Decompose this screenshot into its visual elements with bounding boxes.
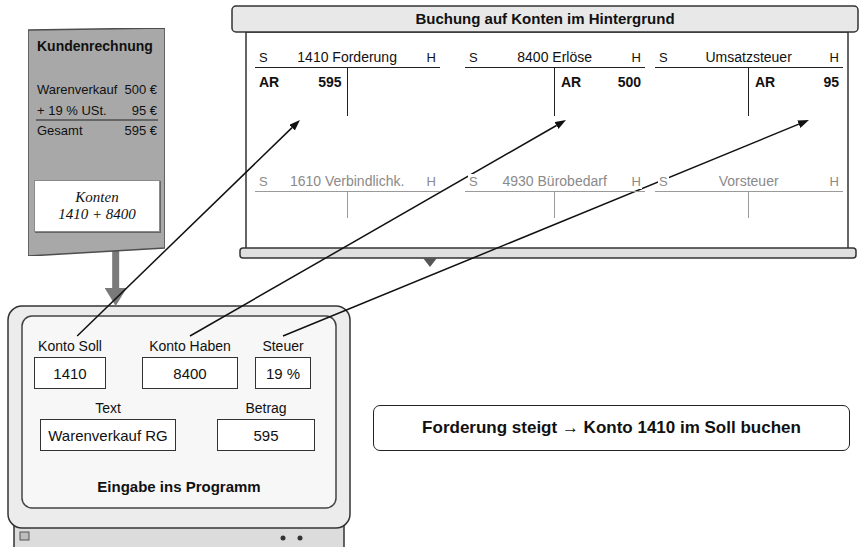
- account-header: S Umsatzsteuer H: [655, 48, 843, 68]
- entry-reference: AR: [259, 74, 279, 90]
- posting-arrow: [190, 125, 556, 336]
- account-divider: [748, 192, 749, 218]
- credit-side-marker: H: [426, 174, 437, 189]
- t-account: S 8400 Erlöse H AR 500: [465, 48, 645, 120]
- input-group: Konto Soll 1410: [34, 338, 106, 389]
- debit-side-marker: S: [468, 174, 479, 189]
- input-group: Betrag 595: [217, 400, 315, 451]
- debit-side-marker: S: [468, 50, 479, 65]
- document-title: Kundenrechnung: [37, 38, 153, 54]
- field-value: 8400: [173, 365, 206, 382]
- account-name: 8400 Erlöse: [516, 49, 593, 65]
- account-name: 1610 Verbindlichk.: [289, 173, 405, 189]
- field-value: 1410: [53, 365, 86, 382]
- line-amount: 500 €: [124, 82, 157, 97]
- input-field: 19 %: [255, 357, 311, 389]
- line-item: Warenverkauf: [37, 82, 117, 97]
- entry-amount: 595: [318, 74, 341, 90]
- field-value: 19 %: [266, 365, 300, 382]
- field-label: Konto Haben: [149, 338, 231, 355]
- entry-amount: 500: [618, 74, 641, 90]
- input-field: 595: [217, 419, 315, 451]
- field-value: Warenverkauf RG: [48, 427, 167, 444]
- account-divider: [347, 68, 348, 116]
- input-field: 8400: [142, 357, 238, 389]
- field-value: 595: [253, 427, 278, 444]
- account-entry: AR 500: [561, 74, 641, 90]
- field-label: Betrag: [245, 400, 286, 417]
- t-account: S 1410 Forderung H AR 595: [255, 48, 440, 120]
- account-divider: [748, 68, 749, 116]
- debit-side-marker: S: [658, 174, 669, 189]
- account-name: Vorsteuer: [718, 173, 780, 189]
- debit-side-marker: S: [258, 174, 269, 189]
- posting-arrow: [283, 124, 799, 336]
- account-header: S 1410 Forderung H: [255, 48, 440, 68]
- entry-reference: AR: [561, 74, 581, 90]
- field-label: Konto Soll: [38, 338, 102, 355]
- monitor-led: [281, 536, 286, 541]
- line-item: + 19 % USt.: [37, 103, 107, 118]
- t-account: S 1610 Verbindlichk. H: [255, 172, 440, 222]
- handwritten-note: Konten: [75, 189, 118, 206]
- monitor-frame: [8, 306, 350, 528]
- account-divider: [347, 192, 348, 218]
- account-entry: AR 595: [259, 74, 342, 90]
- flow-arrow: [112, 251, 119, 288]
- line-amount: 595 €: [124, 123, 157, 138]
- input-group: Steuer 19 %: [255, 338, 311, 389]
- callout-box: Forderung steigt → Konto 1410 im Soll bu…: [373, 405, 850, 451]
- account-name: Umsatzsteuer: [704, 49, 792, 65]
- credit-side-marker: H: [631, 50, 642, 65]
- monitor-badge: [20, 532, 29, 540]
- screen-title: Buchung auf Konten im Hintergrund: [232, 6, 858, 32]
- invoice-document: KundenrechnungWarenverkauf 500 € + 19 % US…: [28, 28, 165, 256]
- screen-top-bar: [232, 6, 858, 32]
- input-field: Warenverkauf RG: [40, 419, 176, 451]
- account-name: 1410 Forderung: [296, 49, 398, 65]
- credit-side-marker: H: [631, 174, 642, 189]
- account-entry: AR 95: [755, 74, 839, 90]
- input-group: Konto Haben 8400: [142, 338, 238, 389]
- screen-bottom-bar: [240, 248, 856, 258]
- field-label: Steuer: [262, 338, 303, 355]
- debit-side-marker: S: [258, 50, 269, 65]
- credit-side-marker: H: [426, 50, 437, 65]
- account-divider: [554, 68, 555, 116]
- field-label: Text: [95, 400, 121, 417]
- t-account: S Umsatzsteuer H AR 95: [655, 48, 843, 120]
- sum-underline: [36, 120, 158, 121]
- computer-screen: Eingabe ins ProgrammKonto Soll1410Konto …: [8, 306, 350, 532]
- monitor-button: [298, 536, 303, 541]
- account-header: S 4930 Bürobedarf H: [465, 172, 645, 192]
- credit-side-marker: H: [829, 50, 840, 65]
- entry-amount: 95: [823, 74, 839, 90]
- account-header: S 1610 Verbindlichk. H: [255, 172, 440, 192]
- monitor-display: [22, 316, 336, 508]
- t-account: S Vorsteuer H: [655, 172, 843, 222]
- handwritten-note: 1410 + 8400: [58, 206, 136, 223]
- computer-monitor: [8, 306, 350, 547]
- account-header: S Vorsteuer H: [655, 172, 843, 192]
- entry-reference: AR: [755, 74, 775, 90]
- account-name: 4930 Bürobedarf: [501, 173, 607, 189]
- screen-caption: Eingabe ins Programm: [22, 478, 336, 495]
- screen-pull-handle: [423, 258, 437, 267]
- account-divider: [554, 192, 555, 218]
- account-header: S 8400 Erlöse H: [465, 48, 645, 68]
- line-item: Gesamt: [37, 123, 83, 138]
- t-account: S 4930 Bürobedarf H: [465, 172, 645, 222]
- callout-note: Forderung steigt → Konto 1410 im Soll bu…: [422, 418, 801, 438]
- paper-outline: [28, 28, 165, 256]
- credit-side-marker: H: [829, 174, 840, 189]
- input-group: TextWarenverkauf RG: [40, 400, 176, 451]
- line-amount: 95 €: [132, 103, 157, 118]
- sticky-note: Konten1410 + 8400: [34, 180, 160, 232]
- debit-side-marker: S: [658, 50, 669, 65]
- input-field: 1410: [34, 357, 106, 389]
- projection-screen: Buchung auf Konten im HintergrundS 1410 F…: [232, 6, 858, 256]
